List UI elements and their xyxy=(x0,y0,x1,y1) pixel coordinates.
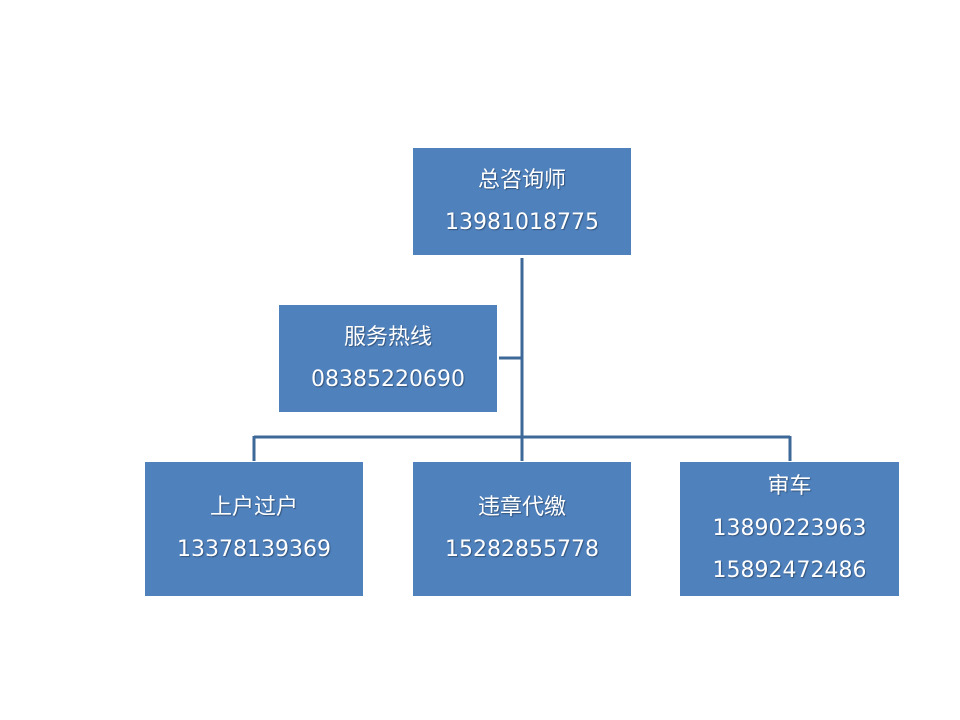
node-title: 总咨询师 xyxy=(477,167,566,193)
node-phone: 13981018775 xyxy=(445,209,599,235)
node-service-hotline: 服务热线 08385220690 xyxy=(279,305,497,412)
node-phone: 13378139369 xyxy=(177,537,331,562)
node-title: 上户过户 xyxy=(209,495,298,520)
node-title: 审车 xyxy=(767,474,812,499)
node-phone: 08385220690 xyxy=(311,366,465,392)
node-title: 违章代缴 xyxy=(477,495,566,520)
node-vehicle-inspection: 审车 13890223963 15892472486 xyxy=(680,462,899,596)
node-registration-transfer: 上户过户 13378139369 xyxy=(145,462,363,596)
node-violation-payment: 违章代缴 15282855778 xyxy=(413,462,631,596)
node-phone: 13890223963 xyxy=(712,516,867,541)
node-phone: 15892472486 xyxy=(712,558,867,583)
node-phone: 15282855778 xyxy=(445,537,599,562)
node-chief-consultant: 总咨询师 13981018775 xyxy=(413,148,631,255)
node-title: 服务热线 xyxy=(343,324,432,350)
